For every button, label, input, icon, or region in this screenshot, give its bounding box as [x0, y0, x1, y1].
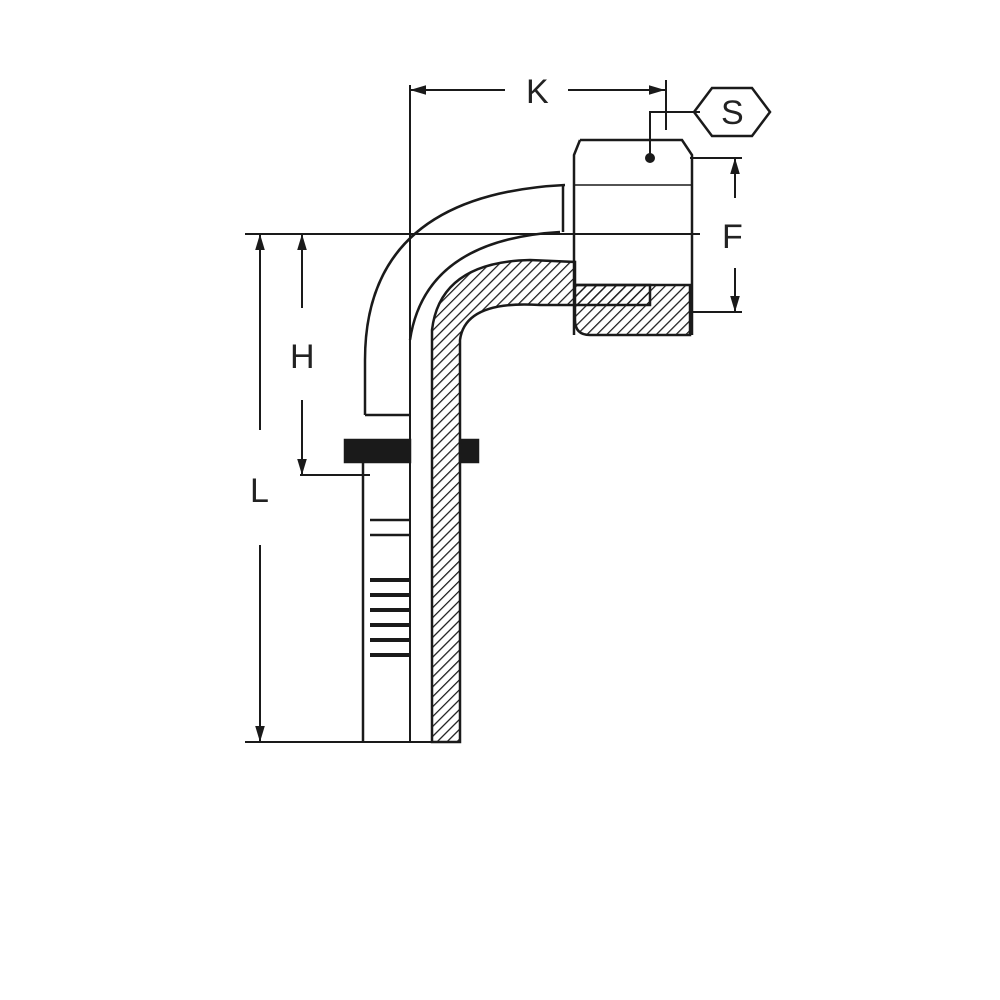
label-h: H — [290, 338, 315, 376]
label-l: L — [250, 472, 269, 510]
dimension-s — [645, 86, 772, 163]
dimension-h — [297, 234, 370, 476]
label-k: K — [526, 73, 549, 111]
label-s: S — [721, 94, 744, 132]
dimension-k — [410, 80, 667, 130]
label-f: F — [722, 218, 743, 256]
dimension-f — [690, 157, 742, 313]
hose-stem — [343, 413, 480, 742]
swivel-nut — [561, 138, 694, 335]
